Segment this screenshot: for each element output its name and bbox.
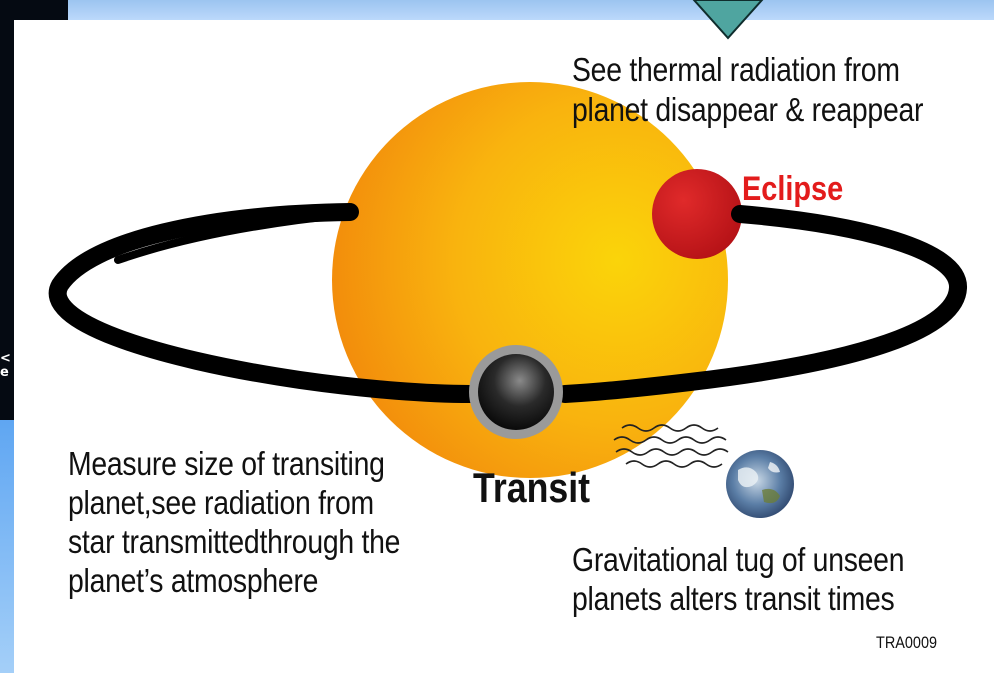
wavy-lines-icon <box>613 424 729 468</box>
transit-note: Measure size of transiting planet,see ra… <box>68 445 401 599</box>
figure-code: TRA0009 <box>876 633 938 652</box>
eclipse-label: Eclipse <box>742 170 844 208</box>
slide-edge-text: < e <box>0 352 11 380</box>
down-arrow-icon[interactable] <box>692 0 764 40</box>
slide-left-top-corner <box>0 0 68 20</box>
earth-icon <box>726 450 794 518</box>
orbit-front <box>48 203 967 403</box>
red-planet-icon <box>652 169 742 259</box>
star-sun-icon <box>332 82 728 478</box>
ttv-note: Gravitational tug of unseen planets alte… <box>572 541 905 617</box>
eclipse-note: See thermal radiation from planet disapp… <box>572 51 924 128</box>
transit-label: Transit <box>473 464 591 511</box>
slide-left-edge <box>0 0 14 420</box>
dark-planet-icon <box>469 345 563 439</box>
slide-left-edge-blue <box>0 420 14 673</box>
